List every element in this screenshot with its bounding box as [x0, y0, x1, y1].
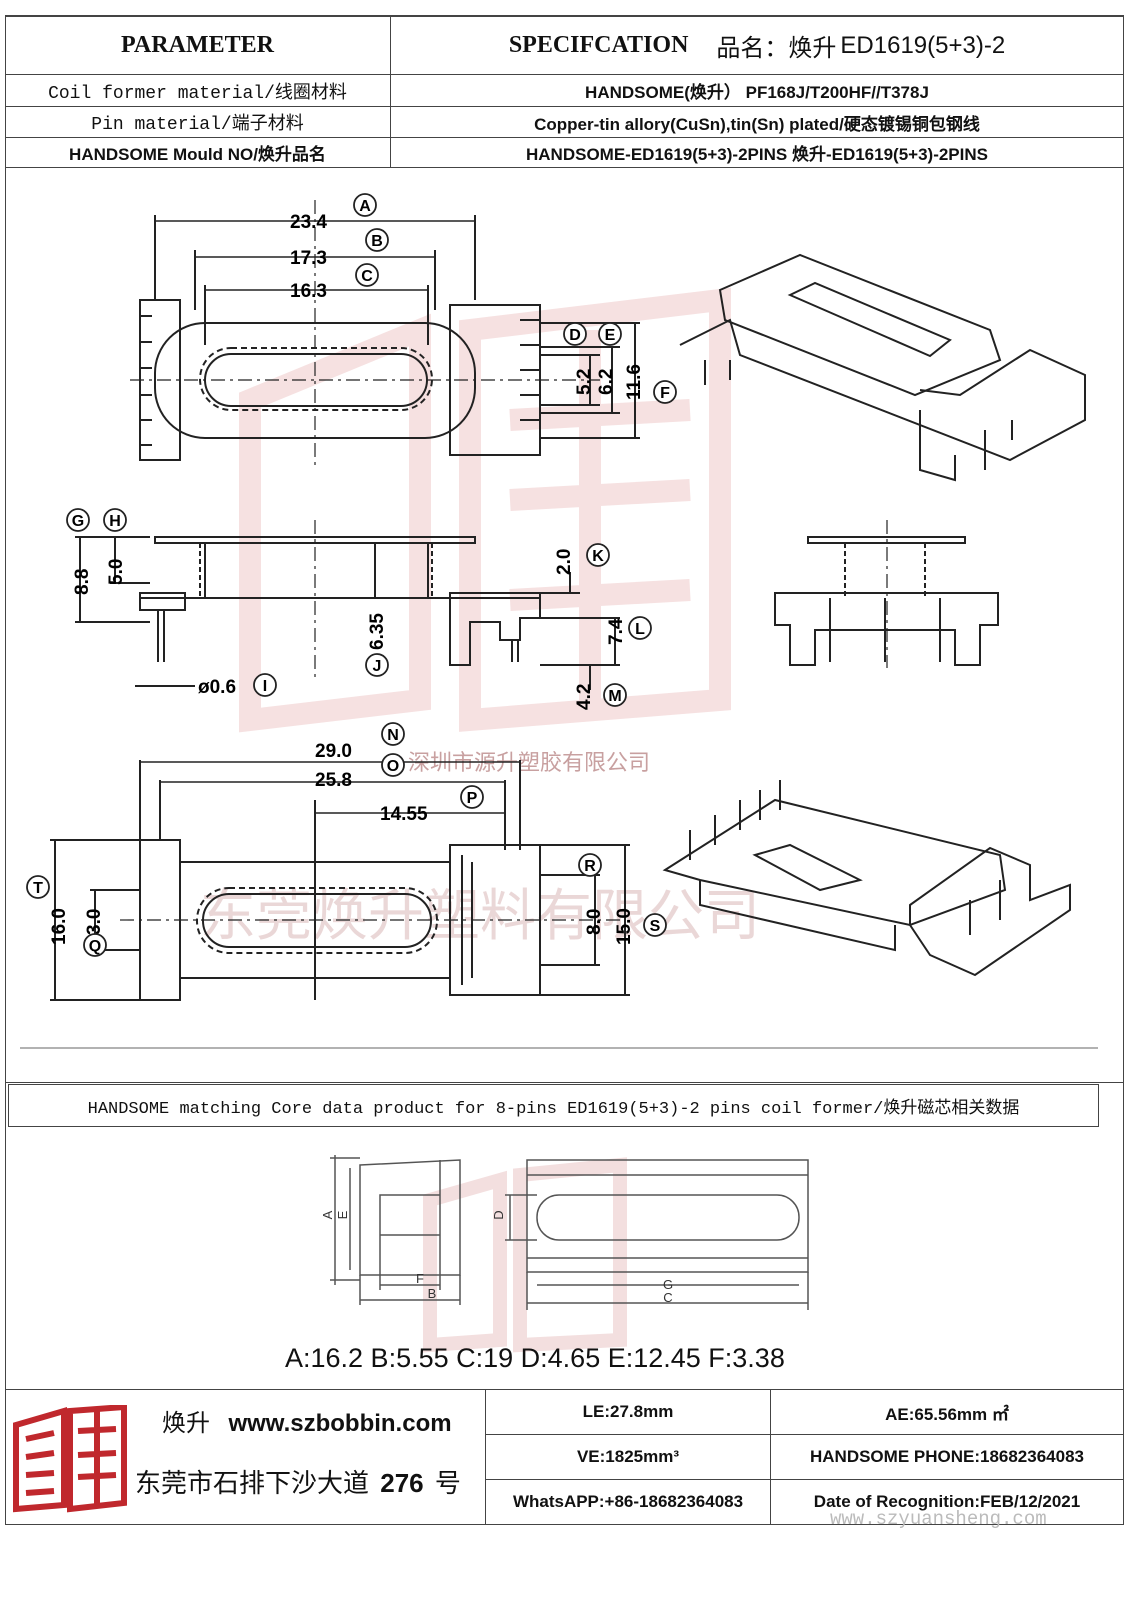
handsome-logo [13, 1405, 127, 1513]
core-values: A:16.2 B:5.55 C:19 D:4.65 E:12.45 F:3.38 [285, 1343, 785, 1373]
whatsapp-value: WhatsAPP:+86-18682364083 [512, 1492, 744, 1511]
dim-o: 25.8 [315, 770, 352, 791]
svg-text:C: C [361, 268, 373, 285]
dim-d: 5.2 [574, 369, 595, 395]
product-model: ED1619(5+3)-2 [840, 31, 1006, 59]
svg-text:A: A [359, 198, 371, 215]
svg-text:O: O [387, 758, 399, 775]
recognition-date: Date of Recognition:FEB/12/2021 [813, 1492, 1081, 1511]
dim-b: 17.3 [290, 248, 327, 269]
website: www.szbobbin.com [228, 1410, 452, 1437]
brand-name: 焕升 [162, 1410, 210, 1437]
ve-value: VE:1825mm³ [576, 1447, 680, 1466]
core-label-b: B [428, 1286, 437, 1301]
svg-text:L: L [635, 621, 645, 638]
dim-c: 16.3 [290, 281, 327, 302]
dim-q: 3.0 [84, 909, 105, 935]
svg-text:T: T [33, 880, 43, 897]
coil-material-label: Coil former material/线圈材料 [48, 83, 347, 104]
dim-h: 5.0 [106, 559, 127, 585]
dim-r: 8.0 [584, 909, 605, 935]
svg-text:M: M [608, 688, 621, 705]
dim-p: 14.55 [380, 804, 428, 825]
product-name-label: 品名：焕升 [716, 35, 837, 62]
parameter-header: PARAMETER [121, 32, 274, 58]
svg-text:G: G [72, 513, 84, 530]
address-suffix: 号 [434, 1468, 461, 1498]
svg-text:B: B [371, 233, 383, 250]
ae-value: AE:65.56mm ㎡ [885, 1404, 1009, 1424]
svg-text:F: F [660, 385, 670, 402]
svg-text:D: D [569, 327, 581, 344]
dimension-markers [26, 193, 677, 957]
mould-no-value: HANDSOME-ED1619(5+3)-2PINS 焕升-ED1619(5+3… [526, 145, 988, 164]
svg-text:H: H [109, 513, 121, 530]
svg-text:E: E [605, 327, 616, 344]
core-label-g: G [663, 1277, 673, 1292]
watermark-logo [239, 287, 731, 733]
svg-text:I: I [263, 678, 267, 695]
dim-e: 6.2 [596, 369, 617, 395]
end-view [774, 520, 999, 668]
brand-line: 焕升 www.szbobbin.com [162, 1403, 452, 1438]
svg-text:Q: Q [89, 938, 101, 955]
core-data-title: HANDSOME matching Core data product for … [87, 1099, 1020, 1119]
dim-m: 4.2 [574, 684, 595, 710]
dim-k: 2.0 [554, 549, 575, 575]
dim-a: 23.4 [290, 212, 327, 233]
svg-text:S: S [650, 918, 661, 935]
le-value: LE:27.8mm [582, 1402, 674, 1421]
pin-material-value: Copper-tin allory(CuSn),tin(Sn) plated/硬… [534, 114, 980, 134]
dimension-labels: 23.4 17.3 16.3 5.2 6.2 11.6 8.8 5.0 ø0.6… [49, 212, 645, 945]
core-label-f: F [416, 1271, 424, 1286]
core-watermark [423, 1157, 627, 1353]
phone-value: HANDSOME PHONE:18682364083 [809, 1447, 1084, 1466]
mould-no-label: HANDSOME Mould NO/焕升品名 [69, 145, 326, 164]
dim-j: 6.35 [367, 613, 388, 650]
pin-material-label: Pin material/端子材料 [91, 115, 304, 135]
core-label-e: E [335, 1210, 350, 1219]
dim-l: 7.4 [606, 618, 627, 645]
bottom-view [50, 760, 630, 1001]
side-view [75, 520, 620, 690]
iso-view-top [679, 253, 1086, 482]
svg-text:N: N [387, 727, 399, 744]
top-view [130, 200, 640, 470]
svg-text:P: P [467, 790, 478, 807]
specification-label: SPECIFCATION [508, 32, 689, 58]
iso-view-bottom [662, 780, 1071, 977]
core-label-c: C [663, 1290, 672, 1305]
svg-text:J: J [373, 658, 382, 675]
address: 东莞市石排下沙大道 276 号 [135, 1463, 461, 1500]
address-prefix: 东莞市石排下沙大道 [135, 1468, 370, 1498]
dim-f: 11.6 [624, 364, 645, 400]
core-label-a: A [320, 1210, 335, 1219]
core-label-d: D [491, 1210, 506, 1219]
coil-material-value: HANDSOME(焕升） PF168J/T200HF//T378J [585, 83, 929, 102]
core-drawing: A E D F B G C [320, 1155, 809, 1353]
dim-i: ø0.6 [198, 677, 236, 698]
watermark-url: www.szyuansheng.com [830, 1508, 1047, 1530]
technical-drawing: 深圳市源升塑胶有限公司 东莞焕升塑料有限公司 [20, 193, 1098, 1049]
dim-n: 29.0 [315, 741, 352, 762]
specification-header: SPECIFCATION 品名：焕升 ED1619(5+3)-2 [391, 17, 1123, 74]
dim-g: 8.8 [72, 569, 93, 595]
dim-s: 15.0 [614, 908, 635, 945]
address-number: 276 [380, 1468, 424, 1498]
dim-t: 16.0 [49, 908, 70, 945]
svg-text:K: K [592, 548, 604, 565]
dimension-marker-letters: A B C D E F G H I J K L M NO P Q R S T [33, 198, 670, 955]
svg-text:R: R [584, 858, 596, 875]
